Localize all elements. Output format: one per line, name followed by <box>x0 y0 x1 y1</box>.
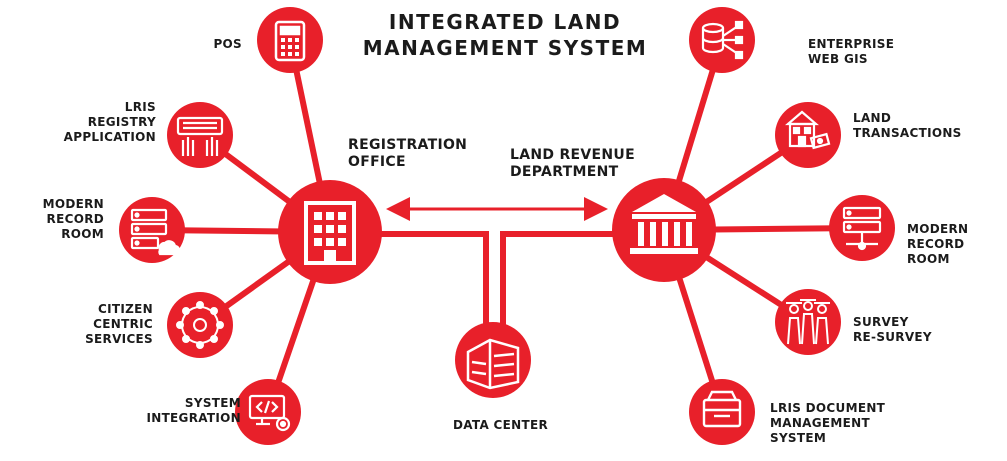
right-node-lris-document <box>689 379 755 445</box>
right-node-survey <box>775 289 841 355</box>
left-node-system-integration <box>235 379 301 445</box>
enterprise-gis-label: ENTERPRISE WEB GIS <box>808 37 895 66</box>
server-cloud-icon <box>130 208 181 256</box>
title-line-1: INTEGRATED LAND <box>388 10 622 34</box>
left-node-modern-record-room <box>119 197 185 263</box>
system-integration-label: SYSTEM INTEGRATION <box>146 396 241 425</box>
government-building-icon <box>630 194 698 254</box>
right-node-modern-record-room <box>829 195 895 261</box>
database-network-icon <box>701 20 744 60</box>
people-circle-icon <box>176 301 224 349</box>
lris-document-label: LRIS DOCUMENT MANAGEMENT SYSTEM <box>770 401 886 445</box>
citizen-services-label: CITIZEN CENTRIC SERVICES <box>85 302 153 346</box>
data-center-building-icon <box>466 338 520 390</box>
building-icon <box>304 201 356 265</box>
land-transactions-label: LAND TRANSACTIONS <box>853 111 962 140</box>
pos-label: POS <box>213 37 242 51</box>
survey-label: SURVEY RE-SURVEY <box>853 315 932 344</box>
registration-office-label: REGISTRATION OFFICE <box>348 137 468 170</box>
data-center-label: DATA CENTER <box>453 418 549 432</box>
left-node-lris-registry <box>167 102 233 168</box>
title-line-2: MANAGEMENT SYSTEM <box>362 36 648 60</box>
lris-registry-label: LRIS REGISTRY APPLICATION <box>63 100 156 144</box>
server-rack-icon <box>842 206 882 251</box>
left-node-pos <box>257 7 323 73</box>
keyboard-hands-icon <box>176 116 224 156</box>
modern-record-room-right-label: MODERN RECORD ROOM <box>907 222 969 266</box>
right-node-land-transactions <box>775 102 841 168</box>
right-node-enterprise-gis <box>689 7 755 73</box>
code-monitor-gear-icon <box>248 394 291 432</box>
surveyors-icon <box>786 299 830 345</box>
left-node-citizen-services <box>167 292 233 358</box>
land-revenue-hub <box>612 178 716 282</box>
data-center-node <box>455 322 531 398</box>
file-tray-icon <box>702 390 742 428</box>
registration-office-hub <box>278 180 382 284</box>
modern-record-room-left-label: MODERN RECORD ROOM <box>42 197 104 241</box>
pos-terminal-icon <box>274 20 306 62</box>
house-money-icon <box>785 110 831 150</box>
land-revenue-label: LAND REVENUE DEPARTMENT <box>510 147 635 180</box>
